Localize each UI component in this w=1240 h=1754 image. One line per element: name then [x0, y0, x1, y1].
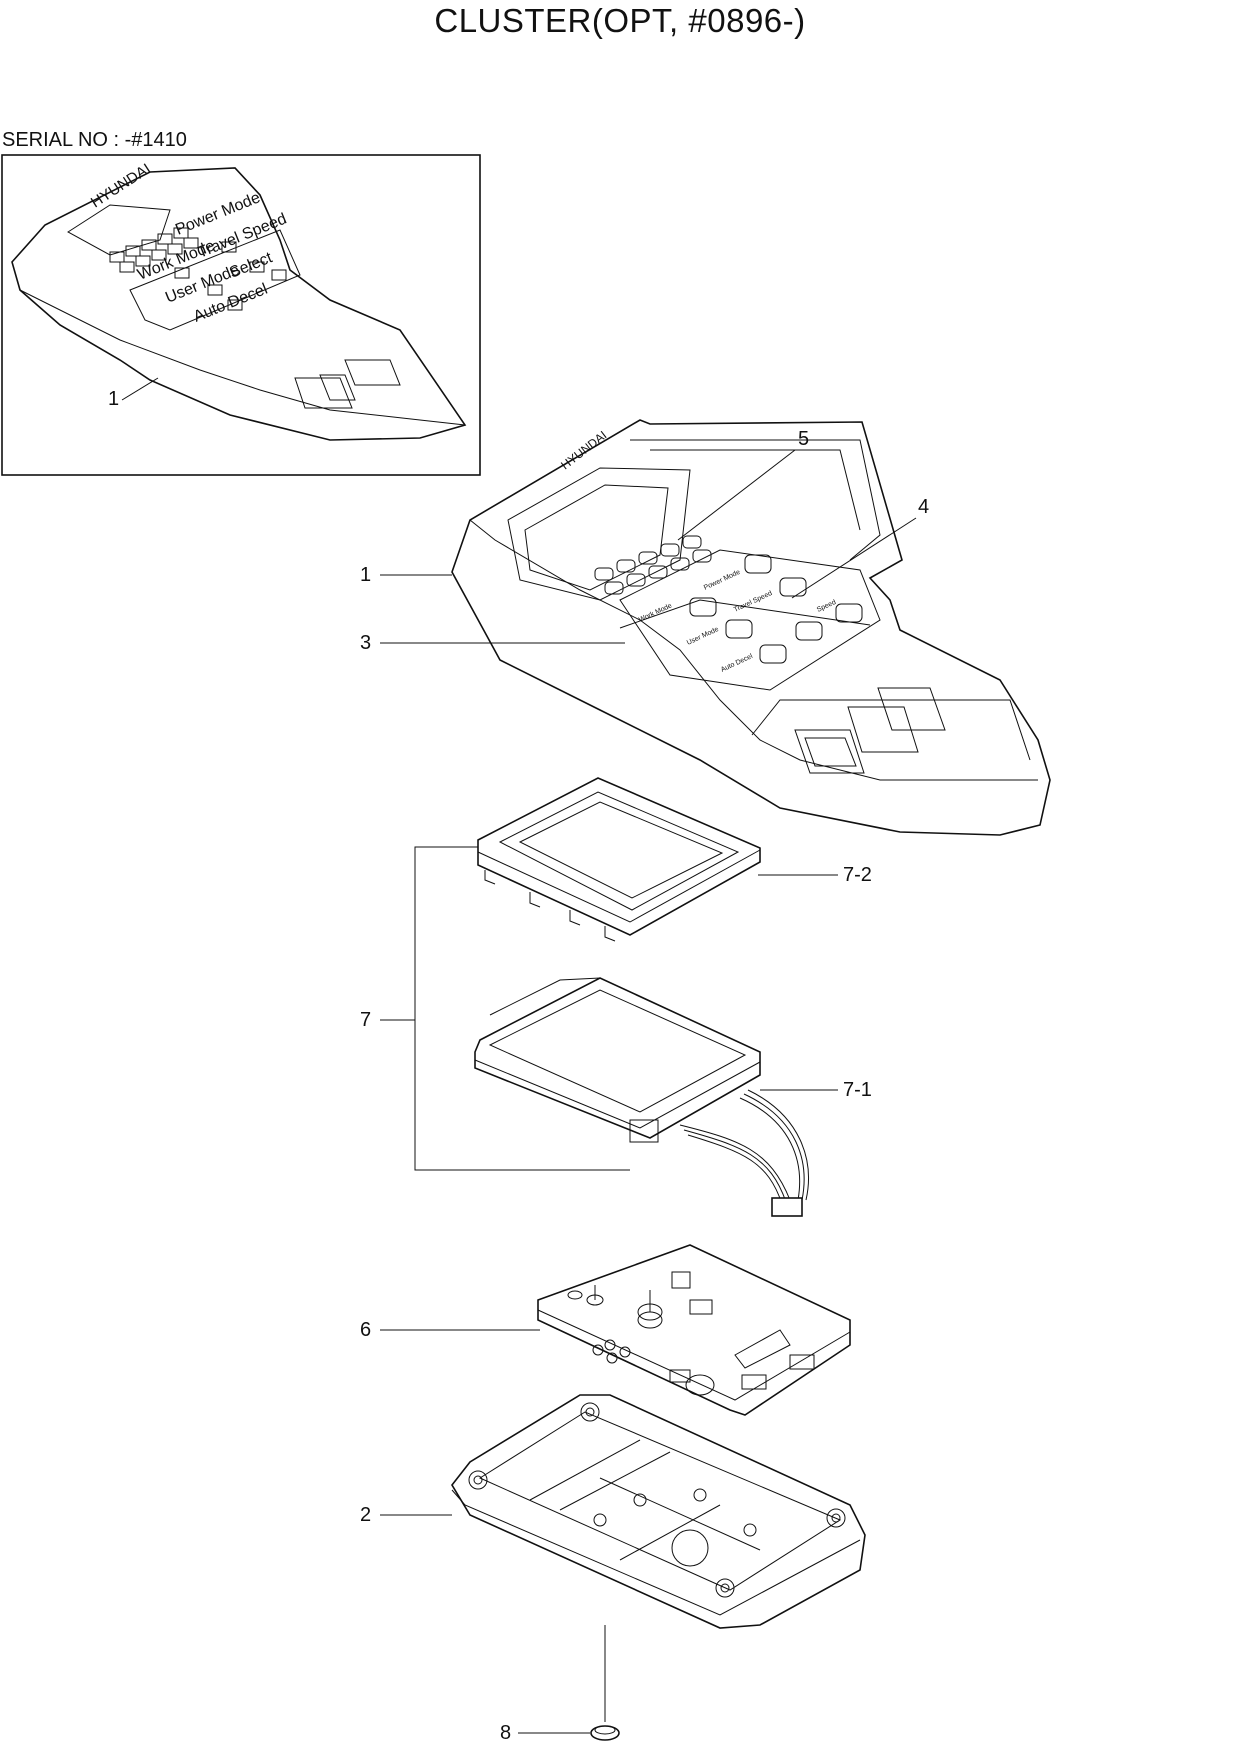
callout-7: 7: [360, 1009, 372, 1031]
lcd-frame-edge: [477, 849, 761, 923]
inset-body-edge: [19, 289, 466, 426]
cover-control-panel: [619, 549, 881, 691]
cover-user-mode-label: User Mode: [686, 626, 720, 647]
part-1-cluster-cover: HYUNDAI Power Mode: [451, 419, 1051, 836]
lcd-module-edge: [474, 1059, 761, 1129]
callout-3: 3: [360, 632, 372, 654]
cover-outline: [451, 419, 1051, 836]
inset-frame: [1, 154, 481, 476]
lcd-module-bracket: [489, 977, 601, 1016]
cover-brand-label: HYUNDAI: [558, 428, 609, 472]
inset-leader-1: [121, 377, 159, 401]
callout-2: 2: [360, 1504, 372, 1526]
part-6-circuit-board: [537, 1244, 851, 1416]
foot-top: [594, 1725, 616, 1735]
inset-button-panel: [129, 229, 301, 331]
cover-keypad: [594, 535, 712, 595]
cover-top-edge: [469, 519, 1038, 781]
cover-buttons: [689, 554, 863, 664]
leader-7-bracket: [414, 846, 630, 1171]
inset-keypad: [109, 227, 199, 273]
cover-recess: [630, 439, 881, 561]
housing-outline: [451, 1394, 866, 1629]
lcd-connector-block: [629, 1119, 659, 1143]
lcd-module-outline: [474, 977, 761, 1139]
cover-windows: [794, 687, 946, 774]
foot-shape: [590, 1725, 620, 1741]
inset-brand-label: HYUNDAI: [88, 160, 154, 211]
part-8-rubber-foot: [590, 1625, 620, 1741]
leader-4: [791, 517, 917, 599]
leader-5: [677, 449, 796, 541]
cover-work-mode-label: Work Mode: [638, 602, 673, 623]
inset-old-cluster: HYUNDAI Power Mode Travel Speed Work Mod…: [1, 154, 481, 476]
cover-recess-inner: [650, 449, 861, 531]
callout-7-2: 7-2: [843, 864, 872, 886]
lcd-cable: [679, 1089, 809, 1205]
inset-body-outline: [11, 167, 467, 441]
callout-inset-1: 1: [108, 388, 120, 410]
lcd-cable-plug: [771, 1197, 803, 1217]
callout-8: 8: [500, 1722, 512, 1744]
pcb-outline: [537, 1244, 851, 1416]
inset-select-label: Select: [227, 249, 275, 282]
callout-1: 1: [360, 564, 372, 586]
cover-speed-label: Speed: [816, 599, 837, 614]
housing-rim: [451, 1489, 861, 1616]
housing-inner: [478, 1411, 842, 1591]
callout-7-1: 7-1: [843, 1079, 872, 1101]
cover-power-mode-label: Power Mode: [703, 569, 742, 592]
lcd-frame-tabs: [484, 870, 616, 942]
cover-panel-line: [619, 599, 871, 629]
lcd-frame-inner: [518, 801, 724, 899]
lcd-frame-outline: [477, 777, 761, 936]
cover-window-frame: [751, 699, 1031, 761]
callout-4: 4: [918, 496, 930, 518]
part-7-1-lcd-module: [474, 977, 809, 1217]
inset-display: [67, 204, 171, 256]
lcd-module-top: [488, 989, 747, 1113]
cover-display-glass: [524, 484, 669, 591]
part-2-housing: [451, 1394, 866, 1629]
cover-display-frame: [507, 467, 691, 601]
part-7-2-lcd-frame: [477, 777, 761, 942]
inset-windows: [294, 359, 401, 409]
housing-ribs: [529, 1439, 761, 1561]
page-title: CLUSTER(OPT, #0896-): [434, 2, 806, 39]
inset-buttons: [174, 241, 287, 311]
serial-number: SERIAL NO : -#1410: [2, 129, 187, 151]
cover-auto-decel-label: Auto Decel: [720, 653, 754, 674]
lcd-frame-window: [498, 791, 740, 911]
pcb-components: [567, 1271, 815, 1396]
callout-6: 6: [360, 1319, 372, 1341]
leader-lines: [380, 449, 917, 1734]
callout-5: 5: [798, 428, 810, 450]
housing-bosses: [468, 1402, 846, 1598]
